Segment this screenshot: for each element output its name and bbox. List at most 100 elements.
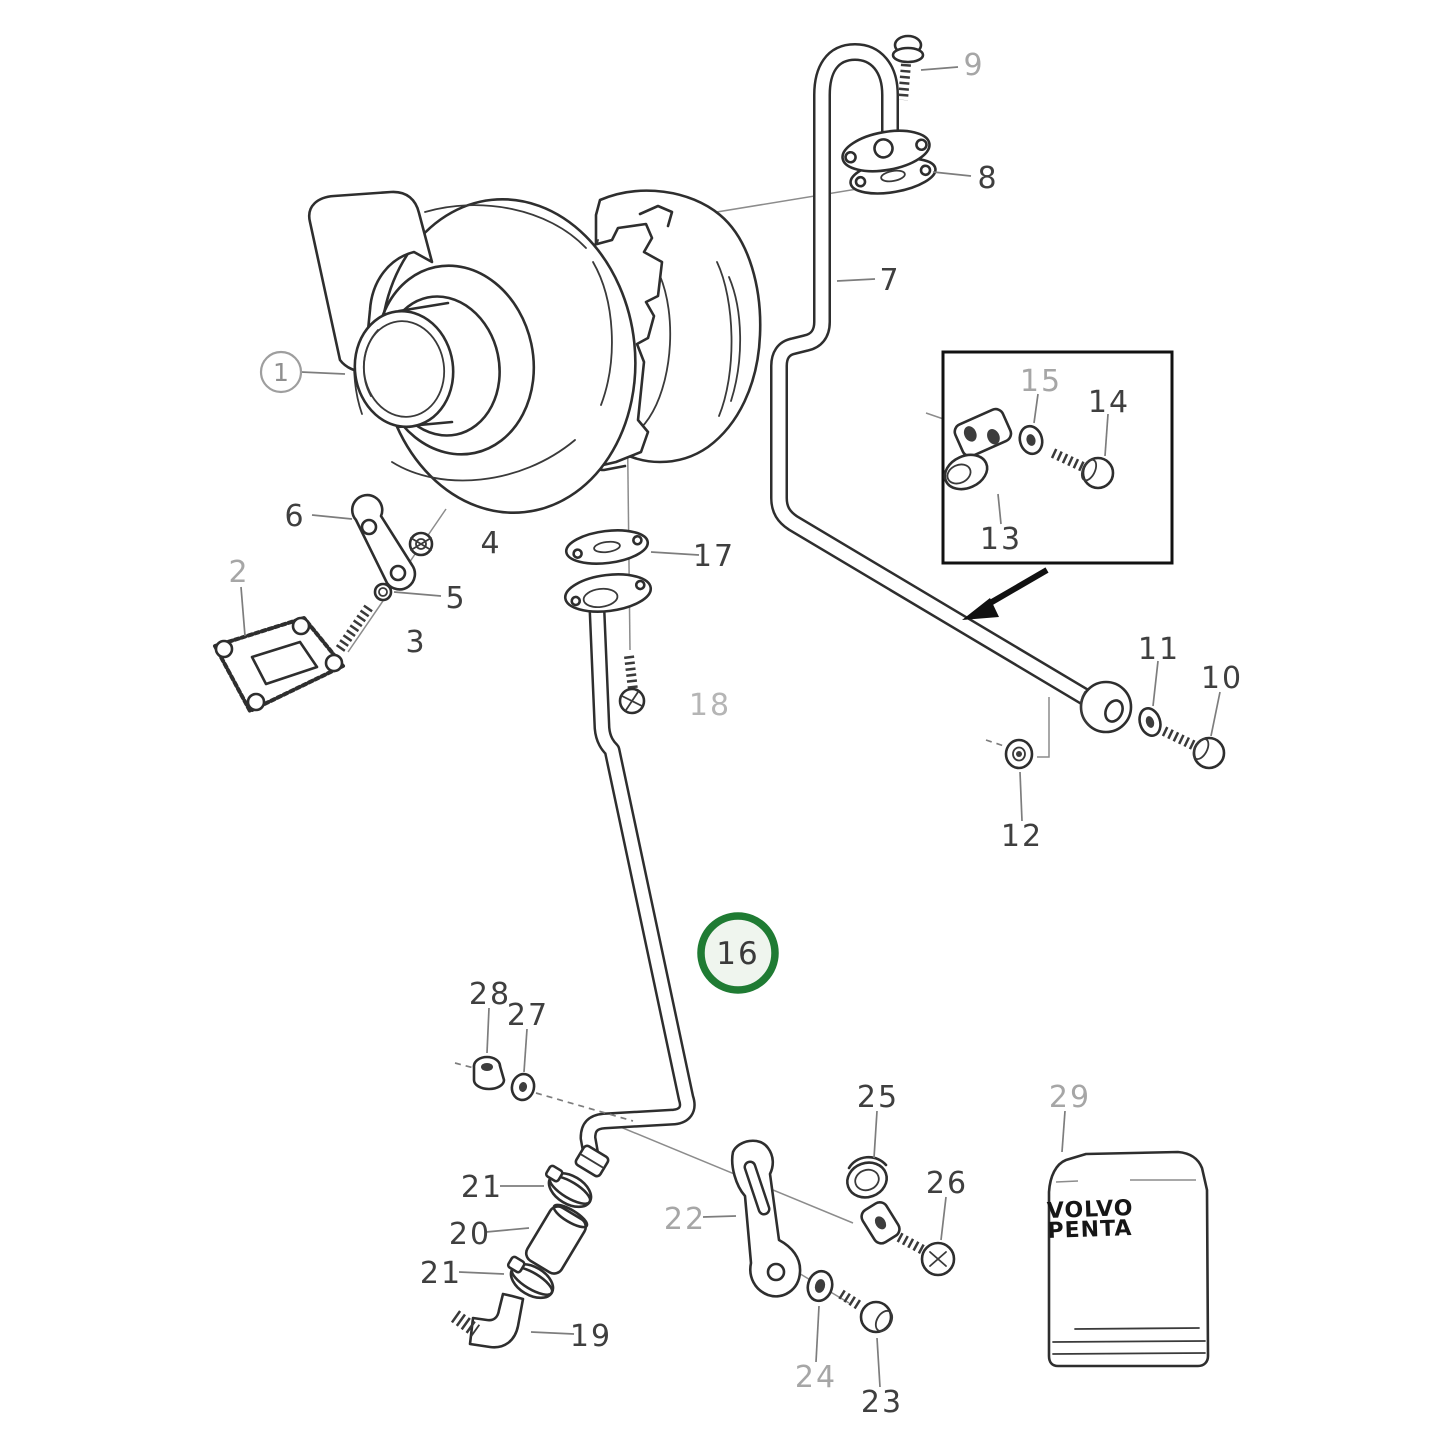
bolt-9 bbox=[891, 34, 925, 101]
part-callout-22[interactable]: 22 bbox=[664, 1202, 706, 1237]
leader-line bbox=[815, 1305, 820, 1363]
volvo-penta-logo: VOLVO PENTA bbox=[1046, 1196, 1134, 1244]
bag-brand-line2: PENTA bbox=[1047, 1216, 1133, 1244]
part-callout-6[interactable]: 6 bbox=[284, 499, 305, 534]
part-callout-15[interactable]: 15 bbox=[1020, 364, 1062, 399]
stud-3 bbox=[335, 604, 374, 652]
callout-1-text: 1 bbox=[273, 358, 289, 387]
part-callout-17[interactable]: 17 bbox=[693, 539, 735, 574]
washer-15 bbox=[1018, 424, 1044, 456]
hose-20 bbox=[524, 1203, 589, 1275]
dashed-leader-line bbox=[985, 739, 1005, 747]
bolt-14 bbox=[1050, 448, 1115, 490]
clamp-25 bbox=[846, 1155, 901, 1245]
part-callout-27[interactable]: 27 bbox=[507, 998, 549, 1033]
part-callout-14[interactable]: 14 bbox=[1088, 385, 1130, 420]
clamp-kit-inset bbox=[941, 350, 1174, 620]
bag-outline bbox=[1047, 1150, 1210, 1368]
banjo-bolt-10 bbox=[1161, 726, 1226, 770]
drain-flange bbox=[563, 573, 653, 613]
leader-line bbox=[650, 551, 700, 556]
part-callout-18[interactable]: 18 bbox=[689, 688, 731, 723]
leader-line bbox=[523, 1028, 528, 1073]
part-callout-7[interactable]: 7 bbox=[879, 263, 900, 298]
part-callout-5[interactable]: 5 bbox=[445, 581, 466, 616]
bolt-23 bbox=[838, 1289, 894, 1334]
oil-drain-parts-drawing bbox=[563, 529, 696, 1164]
bolt-18-head bbox=[618, 687, 646, 715]
leader-line bbox=[873, 1110, 878, 1159]
turbocharger-drawing bbox=[307, 189, 762, 515]
nut-4 bbox=[408, 531, 434, 557]
leader-line bbox=[1152, 660, 1159, 707]
clamp-13 bbox=[953, 407, 1013, 458]
part-callout-23[interactable]: 23 bbox=[861, 1385, 903, 1420]
compressor-inlet-opening bbox=[353, 309, 455, 429]
inset-arrow bbox=[962, 567, 1049, 620]
washer-24 bbox=[806, 1269, 834, 1303]
pipe-flange bbox=[841, 129, 931, 173]
leader-line bbox=[1019, 771, 1023, 822]
leader-line bbox=[393, 591, 442, 597]
banjo-fitting bbox=[1079, 680, 1133, 734]
part-callout-20[interactable]: 20 bbox=[449, 1217, 491, 1252]
bracket-assembly-drawing bbox=[730, 1139, 956, 1334]
callout-circle-1[interactable]: 1 bbox=[259, 350, 303, 394]
leader-line bbox=[1061, 1110, 1066, 1153]
dashed-leader-line bbox=[454, 1062, 475, 1069]
leader-line bbox=[458, 1271, 505, 1275]
part-callout-19[interactable]: 19 bbox=[570, 1319, 612, 1354]
part-callout-8[interactable]: 8 bbox=[977, 161, 998, 196]
mounting-hardware-drawing bbox=[213, 493, 434, 713]
hose-clamp-21a bbox=[544, 1164, 593, 1209]
part-callout-3[interactable]: 3 bbox=[405, 625, 426, 660]
part-callout-2[interactable]: 2 bbox=[228, 555, 249, 590]
bracket-22 bbox=[730, 1139, 802, 1298]
part-callout-10[interactable]: 10 bbox=[1201, 661, 1243, 696]
leader-line bbox=[1104, 413, 1109, 457]
leader-line bbox=[1210, 691, 1221, 737]
elbow-19 bbox=[450, 1292, 525, 1349]
callout-labels: 2345678910111213141517181920212122232425… bbox=[228, 48, 1243, 1420]
dashed-leader-line bbox=[535, 1092, 634, 1122]
bag-brand-line1: VOLVO bbox=[1046, 1196, 1134, 1224]
parts-bag-drawing: VOLVO PENTA bbox=[1046, 1150, 1210, 1368]
leader-lines bbox=[240, 66, 1221, 1388]
leader-line bbox=[485, 1227, 530, 1233]
leader-line bbox=[997, 493, 1002, 525]
highlighted-callout-16[interactable]: 16 bbox=[697, 912, 779, 994]
leader-line bbox=[876, 1337, 881, 1388]
bolt-18-shank bbox=[624, 655, 638, 691]
elbow-assembly-drawing bbox=[450, 1055, 610, 1349]
oil-return-parts-drawing bbox=[770, 34, 1226, 770]
part-callout-25[interactable]: 25 bbox=[857, 1080, 899, 1115]
part-callout-4[interactable]: 4 bbox=[480, 526, 501, 561]
part-callout-21a[interactable]: 21 bbox=[461, 1170, 503, 1205]
part-callout-21b[interactable]: 21 bbox=[420, 1256, 462, 1291]
pipe-ferrule bbox=[574, 1144, 610, 1178]
leader-line bbox=[702, 1215, 737, 1218]
leader-line bbox=[920, 66, 959, 71]
nut-5 bbox=[373, 582, 393, 602]
part-callout-26[interactable]: 26 bbox=[926, 1166, 968, 1201]
leader-line bbox=[940, 1196, 947, 1241]
part-callout-29[interactable]: 29 bbox=[1049, 1080, 1091, 1115]
washer-11 bbox=[1138, 707, 1162, 737]
hose-clamp-21b bbox=[506, 1255, 555, 1300]
leader-line bbox=[530, 1331, 575, 1335]
part-callout-24[interactable]: 24 bbox=[795, 1360, 837, 1395]
leader-line bbox=[311, 514, 353, 520]
callout-16-text: 16 bbox=[716, 936, 759, 972]
part-callout-28[interactable]: 28 bbox=[469, 977, 511, 1012]
part-callout-13[interactable]: 13 bbox=[980, 522, 1022, 557]
part-callout-9[interactable]: 9 bbox=[963, 48, 984, 83]
nut-12 bbox=[1004, 738, 1034, 770]
nut-28 bbox=[472, 1055, 506, 1091]
part-callout-12[interactable]: 12 bbox=[1001, 819, 1043, 854]
bolt-26 bbox=[896, 1232, 956, 1277]
washer-27 bbox=[510, 1072, 536, 1102]
gasket-17 bbox=[564, 529, 650, 565]
part-callout-11[interactable]: 11 bbox=[1138, 632, 1180, 667]
